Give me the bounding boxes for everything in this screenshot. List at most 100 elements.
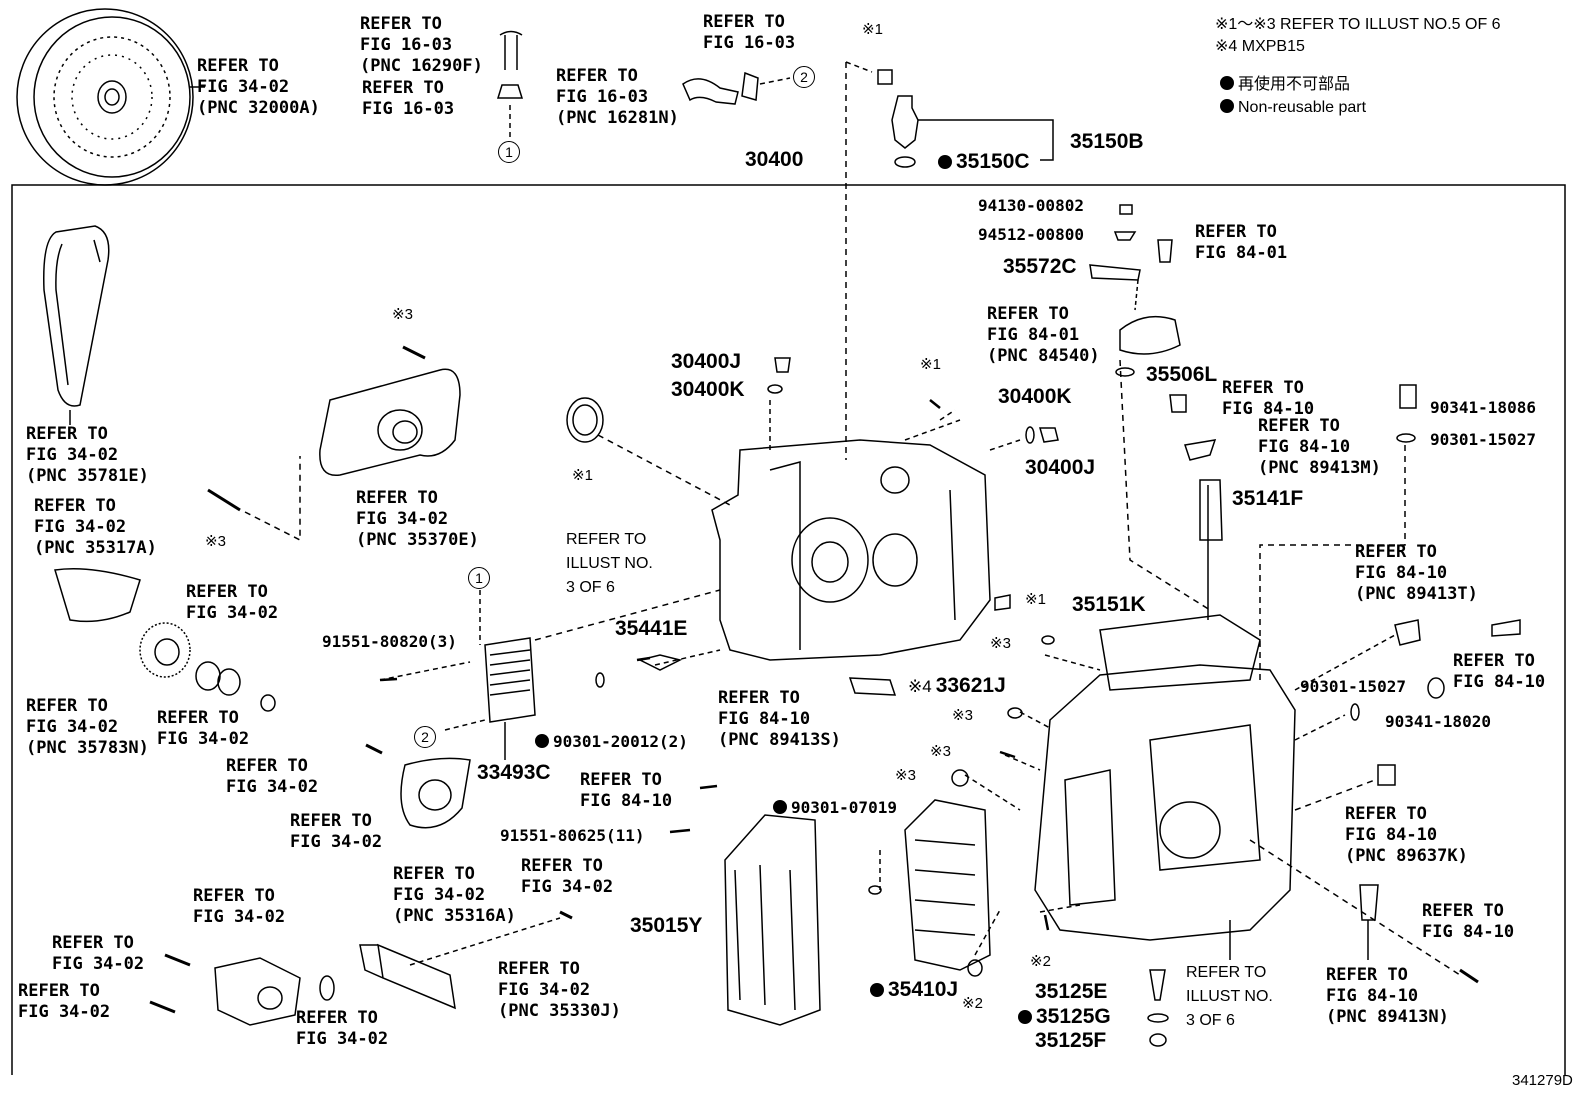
ref-label[interactable]: REFER TO FIG 16-03 (PNC 16281N) (556, 66, 679, 128)
part-35015Y[interactable]: 35015Y (630, 914, 703, 937)
part-30400K[interactable]: 30400K (998, 385, 1072, 408)
mark-note-1: ※1 (862, 21, 883, 38)
mark-note-2: ※2 (962, 995, 983, 1012)
part-91551-80625[interactable]: 91551-80625(11) (500, 826, 645, 845)
part-35441E[interactable]: 35441E (615, 617, 688, 640)
nonreusable-dot-icon (535, 734, 549, 748)
speed-sensor-35150B (877, 69, 1054, 168)
neutral-switch-parts (767, 204, 1417, 611)
diagram-id: 341279D (1512, 1072, 1573, 1089)
ref-label[interactable]: REFER TO FIG 84-10 (PNC 89413M) (1258, 416, 1381, 478)
oil-pan-35015Y (724, 814, 821, 1026)
part-35150B[interactable]: 35150B (1070, 130, 1144, 153)
ref-label[interactable]: REFER TO FIG 84-10 (PNC 89413N) (1326, 965, 1449, 1027)
ref-label[interactable]: REFER TO FIG 84-10 (PNC 89413S) (718, 688, 841, 750)
part-35150C[interactable]: 35150C (938, 150, 1030, 174)
part-94130-00802[interactable]: 94130-00802 (978, 196, 1084, 215)
ref-label[interactable]: REFER TO FIG 34-02 (18, 981, 111, 1022)
valve-body-35410J (879, 799, 991, 971)
part-35572C[interactable]: 35572C (1003, 255, 1077, 278)
mark-note-3: ※3 (952, 707, 973, 724)
mark-note-2: ※2 (1030, 953, 1051, 970)
transaxle-case (964, 359, 1461, 976)
part-94512-00800[interactable]: 94512-00800 (978, 225, 1084, 244)
part-35125F[interactable]: 35125F (1035, 1029, 1107, 1052)
part-30400J[interactable]: 30400J (1025, 456, 1096, 479)
legend-jp: 再使用不可部品 (1220, 74, 1350, 96)
ref-label[interactable]: REFER TO FIG 16-03 (362, 78, 455, 119)
plate-33621J (848, 677, 897, 696)
illust-ref-label[interactable]: REFER TO ILLUST NO. 3 OF 6 (1186, 964, 1273, 1029)
ref-label[interactable]: REFER TO FIG 34-02 (PNC 35783N) (26, 696, 149, 758)
part-30400J[interactable]: 30400J (671, 350, 742, 373)
nonreusable-dot-icon (1220, 99, 1234, 113)
part-90301-15027[interactable]: 90301-15027 (1300, 677, 1406, 696)
part-90301-15027[interactable]: 90301-15027 (1430, 430, 1536, 449)
bolts-misc (379, 399, 1050, 931)
assembly-frame (11, 184, 1566, 1075)
ref-label[interactable]: REFER TO FIG 34-02 (PNC 35370E) (356, 488, 479, 550)
ref-label[interactable]: REFER TO FIG 84-01 (1195, 222, 1288, 263)
ref-label[interactable]: REFER TO FIG 34-02 (PNC 35316A) (393, 864, 516, 926)
ref-label[interactable]: REFER TO FIG 34-02 (226, 756, 319, 797)
ref-label[interactable]: REFER TO FIG 84-01 (PNC 84540) (987, 304, 1100, 366)
oil-cooler-hose-parts (496, 30, 791, 140)
nonreusable-dot-icon (938, 155, 952, 169)
ref-label[interactable]: REFER TO FIG 16-03 (703, 12, 796, 53)
mark-note-3: ※3 (990, 635, 1011, 652)
nonreusable-dot-icon (773, 800, 787, 814)
ref-label[interactable]: REFER TO FIG 34-02 (PNC 35781E) (26, 424, 149, 486)
legend-en: Non-reusable part (1220, 97, 1366, 119)
speed-sensors-right (1147, 619, 1521, 1047)
ref-label[interactable]: REFER TO FIG 84-10 (PNC 89413T) (1355, 542, 1478, 604)
part-30400[interactable]: 30400 (745, 148, 804, 171)
part-35506L[interactable]: 35506L (1146, 363, 1218, 386)
part-35125G[interactable]: 35125G (1018, 1005, 1111, 1029)
ref-label[interactable]: REFER TO FIG 34-02 (521, 856, 614, 897)
ref-label[interactable]: REFER TO FIG 34-02 (PNC 35330J) (498, 959, 621, 1021)
ref-label[interactable]: REFER TO FIG 34-02 (296, 1008, 389, 1049)
part-30400K[interactable]: 30400K (671, 378, 745, 401)
cover-35317A (54, 568, 141, 623)
ref-label[interactable]: REFER TO FIG 84-10 (1453, 651, 1546, 692)
part-90341-18086[interactable]: 90341-18086 (1430, 398, 1536, 417)
ref-label[interactable]: REFER TO FIG 34-02 (52, 933, 145, 974)
ref-label[interactable]: REFER TO FIG 34-02 (290, 811, 383, 852)
ref-label[interactable]: REFER TO FIG 34-02 (PNC 32000A) (197, 56, 320, 118)
part-91551-80820[interactable]: 91551-80820(3) (322, 632, 457, 651)
ref-label[interactable]: REFER TO FIG 84-10 (PNC 89637K) (1345, 804, 1468, 866)
part-35125E[interactable]: 35125E (1035, 980, 1108, 1003)
callout-2-cooler: 2 (414, 726, 436, 748)
chain-belt (43, 225, 110, 425)
mark-note-1: ※1 (1025, 591, 1046, 608)
mark-note-3: ※3 (205, 533, 226, 550)
illust-ref-label[interactable]: REFER TO ILLUST NO. 3 OF 6 (566, 531, 653, 596)
ref-label[interactable]: REFER TO FIG 84-10 (580, 770, 673, 811)
callout-1-cooler: 1 (468, 567, 490, 589)
part-35410J[interactable]: 35410J (870, 978, 958, 1002)
ref-label[interactable]: REFER TO FIG 34-02 (PNC 35317A) (34, 496, 157, 558)
nonreusable-dot-icon (870, 983, 884, 997)
strainer-35330J (359, 910, 573, 1010)
callout-1-top: 1 (498, 141, 520, 163)
ref-label[interactable]: REFER TO FIG 34-02 (186, 582, 279, 623)
transaxle-housing-30400 (566, 397, 1021, 671)
torque-converter-drawing (16, 8, 205, 186)
ref-label[interactable]: REFER TO FIG 34-02 (193, 886, 286, 927)
mark-note-1: ※1 (920, 356, 941, 373)
ref-label[interactable]: REFER TO FIG 16-03 (PNC 16290F) (360, 14, 483, 76)
ref-label[interactable]: REFER TO FIG 84-10 (1422, 901, 1515, 942)
ref-label[interactable]: REFER TO FIG 34-02 (157, 708, 250, 749)
part-33493C[interactable]: 33493C (477, 761, 551, 784)
sprocket-35783N (139, 622, 276, 712)
part-90341-18020[interactable]: 90341-18020 (1385, 712, 1491, 731)
part-90301-20012[interactable]: 90301-20012(2) (535, 732, 688, 752)
ref-label[interactable]: REFER TO FIG 84-10 (1222, 378, 1315, 419)
orings-misc (595, 635, 1055, 977)
part-90301-07019[interactable]: 90301-07019 (773, 798, 897, 818)
part-35151K[interactable]: 35151K (1072, 593, 1146, 616)
nonreusable-dot-icon (1018, 1010, 1032, 1024)
part-35141F[interactable]: 35141F (1232, 487, 1304, 510)
